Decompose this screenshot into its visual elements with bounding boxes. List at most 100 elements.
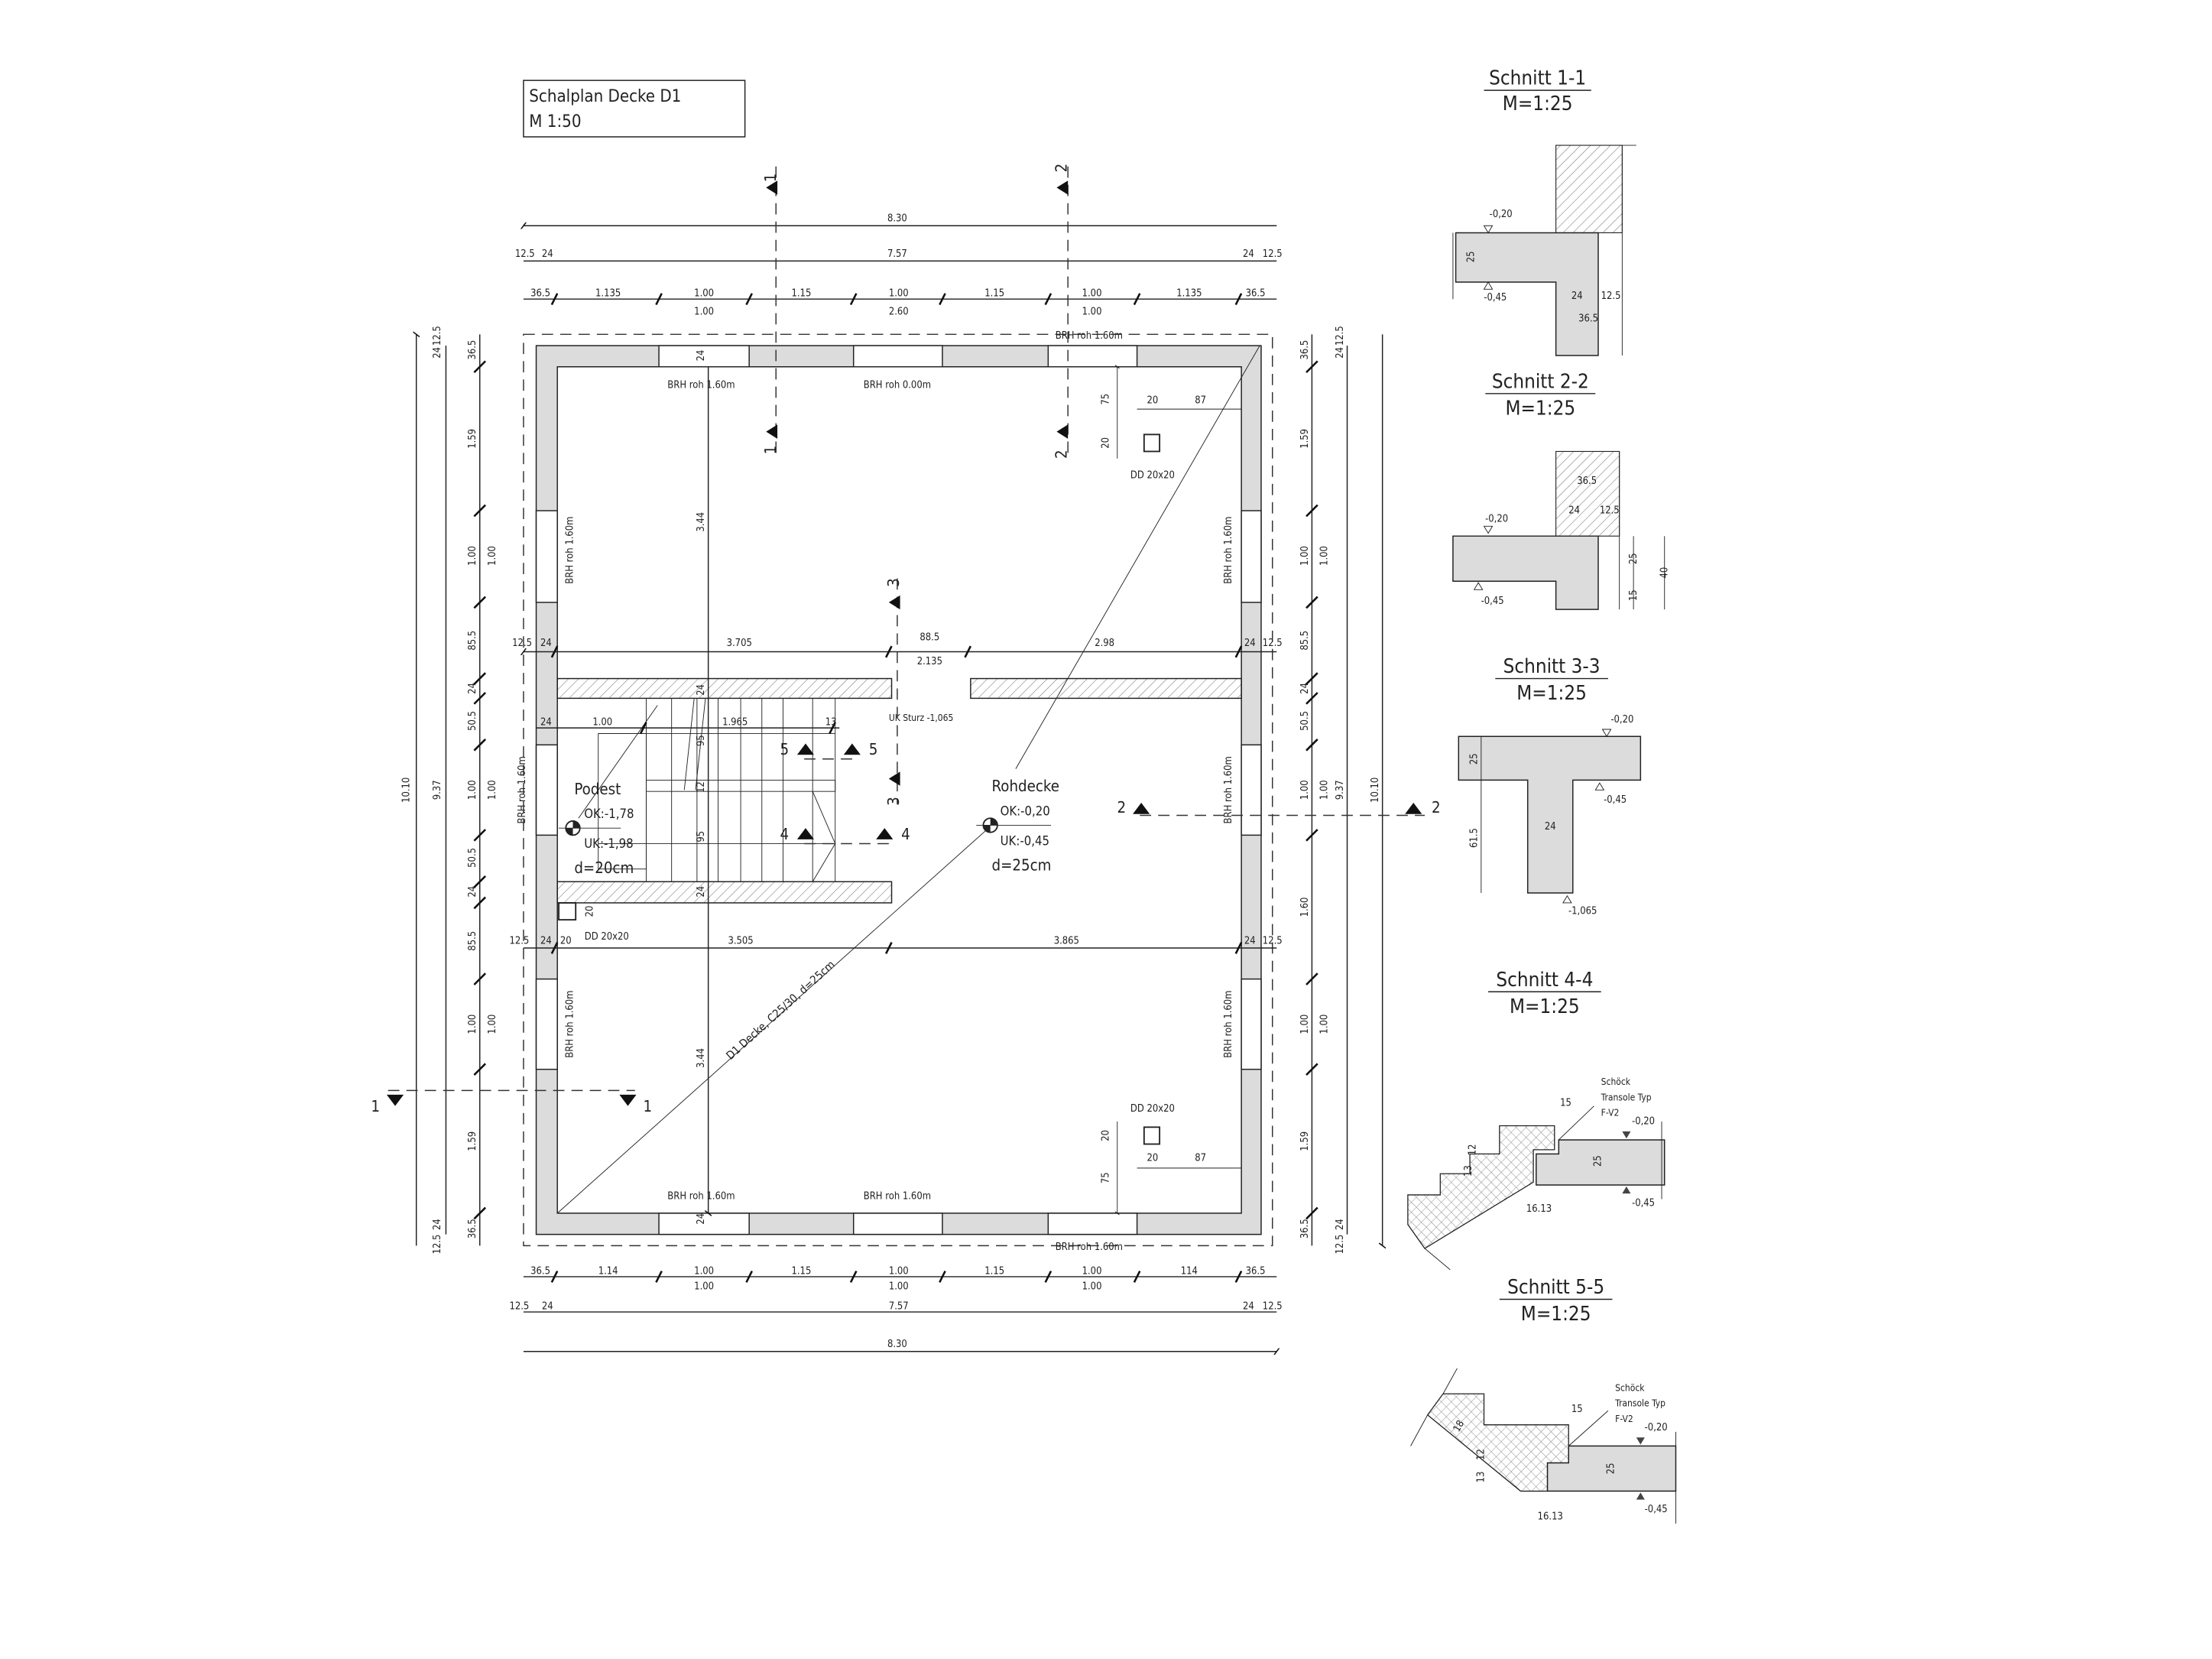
dim-text: 12.5 bbox=[509, 1300, 529, 1312]
dim-text: 1.00 bbox=[1319, 546, 1331, 566]
dim-text: 20 bbox=[560, 935, 572, 946]
dim-text: 3.44 bbox=[696, 512, 707, 532]
dim-text: 2.60 bbox=[889, 306, 909, 317]
slab-label: D1 Decke, C25/30, d=25cm bbox=[724, 958, 838, 1062]
section-title: Schnitt 2-2 bbox=[1492, 370, 1589, 393]
dim-text: 1.00 bbox=[487, 546, 498, 566]
dd-label: DD 20x20 bbox=[1130, 470, 1175, 482]
rohdecke-uk: UK:-0,45 bbox=[1001, 833, 1049, 848]
dim-text: 24 bbox=[1243, 248, 1254, 260]
left-dimensions: 10.10 9.37 24 12.5 12.5 24 36.5 1.59 1.0… bbox=[401, 326, 498, 1254]
dim-text: 1.00 bbox=[1082, 1265, 1102, 1277]
dim-text: 12.5 bbox=[1263, 1300, 1283, 1312]
brh-label: BRH roh 1.60m bbox=[667, 379, 735, 391]
dim-text: 1.15 bbox=[984, 288, 1004, 300]
parapet-height-labels: BRH roh 1.60m BRH roh 1.60m BRH roh 0.00… bbox=[517, 330, 1234, 1253]
dim-text: 25 bbox=[1605, 1463, 1617, 1475]
dim-text: 1.59 bbox=[467, 429, 478, 449]
level-label: -0,45 bbox=[1632, 1198, 1655, 1209]
dim-text: 36.5 bbox=[1578, 313, 1598, 325]
dim-text: 1.59 bbox=[1299, 429, 1311, 449]
dim-text: 12.5 bbox=[1263, 638, 1283, 649]
level-label: -0,20 bbox=[1610, 714, 1633, 726]
dim-text: 24 bbox=[1571, 291, 1583, 302]
dim-text: 24 bbox=[696, 886, 707, 898]
section-markers: 1 1 2 2 3 3 1 1 2 2 4 4 5 5 bbox=[371, 164, 1440, 1115]
level-label: -0,20 bbox=[1645, 1422, 1668, 1433]
dim-text: 15 bbox=[1560, 1098, 1571, 1109]
level-label: -1,065 bbox=[1568, 906, 1597, 917]
dim-text: 12.5 bbox=[515, 248, 535, 260]
dim-text: 24 bbox=[1243, 1300, 1254, 1312]
dim-text: 1.00 bbox=[694, 1265, 714, 1277]
dim-text: 12.5 bbox=[512, 638, 532, 649]
dim-text: 75 bbox=[1101, 1172, 1112, 1183]
dim-text: 7.57 bbox=[889, 1300, 909, 1312]
dim-text: 25 bbox=[1468, 753, 1480, 765]
dim-text: 1.59 bbox=[1299, 1131, 1311, 1151]
dim-text: 3.705 bbox=[727, 638, 752, 649]
uk-sturz-label: UK Sturz -1,065 bbox=[889, 713, 954, 723]
section-4-label: 4 bbox=[780, 825, 789, 843]
section-scale: M=1:25 bbox=[1510, 995, 1580, 1018]
section-scale: M=1:25 bbox=[1521, 1303, 1591, 1326]
dd-annotations: 75 20 20 87 DD 20x20 20 75 20 87 DD 20x2… bbox=[584, 394, 1206, 1183]
dimension-lines bbox=[417, 226, 1383, 1352]
dim-text: 15 bbox=[1628, 589, 1640, 601]
dim-text: 50.5 bbox=[467, 848, 478, 868]
note-text: Schöck bbox=[1615, 1382, 1645, 1393]
section-2-2: Schnitt 2-2 M=1:25 36.5 24 12.5 -0,20 -0… bbox=[1452, 370, 1670, 610]
dim-text: 16.13 bbox=[1526, 1203, 1552, 1215]
dim-text: 1.15 bbox=[791, 1265, 811, 1277]
dim-text: 36.5 bbox=[1299, 1219, 1311, 1239]
dim-text: 87 bbox=[1195, 1153, 1206, 1164]
dim-text: 24 bbox=[467, 683, 478, 694]
dim-text: 10.10 bbox=[1370, 778, 1381, 803]
level-marker-icon bbox=[559, 820, 621, 836]
dim-text: 24 bbox=[542, 248, 553, 260]
level-marker-icon bbox=[976, 817, 1052, 833]
dim-text: 1.00 bbox=[1299, 780, 1311, 800]
dim-text: 1.135 bbox=[595, 288, 621, 300]
section-3-3: Schnitt 3-3 M=1:25 -0,20 25 -0,45 24 61.… bbox=[1458, 655, 1642, 917]
dim-text: 1.59 bbox=[467, 1131, 478, 1151]
brh-label: BRH roh 1.60m bbox=[1223, 756, 1234, 823]
dim-text: 9.37 bbox=[1335, 780, 1346, 800]
section-scale: M=1:25 bbox=[1505, 398, 1575, 420]
dim-text: 12.5 bbox=[1335, 326, 1346, 346]
dim-text: 1.15 bbox=[984, 1265, 1004, 1277]
dim-text: 1.00 bbox=[694, 1281, 714, 1293]
dim-text: 12 bbox=[696, 781, 707, 793]
section-2-label: 2 bbox=[1052, 450, 1070, 459]
dim-text: 20 bbox=[1147, 1153, 1159, 1164]
podest-uk: UK:-1,98 bbox=[584, 836, 633, 851]
dim-text: 1.00 bbox=[592, 716, 612, 728]
dd-label: DD 20x20 bbox=[585, 931, 629, 943]
podest-ok: OK:-1,78 bbox=[584, 807, 634, 821]
dim-text: 40 bbox=[1659, 567, 1670, 579]
section-1-label: 1 bbox=[643, 1097, 652, 1115]
floor-plan: D1 Decke, C25/30, d=25cm 8.30 12.5 24 7.… bbox=[371, 164, 1441, 1352]
dim-text: 36.5 bbox=[467, 1219, 478, 1239]
section-2-label: 2 bbox=[1432, 798, 1441, 817]
dim-text: 1.00 bbox=[1319, 1015, 1331, 1034]
dim-text: 61.5 bbox=[1468, 828, 1480, 848]
dim-text: 50.5 bbox=[467, 711, 478, 731]
rohdecke-label: Rohdecke bbox=[992, 777, 1059, 795]
brh-label: BRH roh 1.60m bbox=[864, 1190, 931, 1202]
section-2-label: 2 bbox=[1117, 798, 1126, 817]
dim-text: 1.00 bbox=[889, 1281, 909, 1293]
dim-text: 36.5 bbox=[530, 288, 550, 300]
dim-text: 12.5 bbox=[1263, 248, 1283, 260]
dim-text: 18 bbox=[1451, 1418, 1467, 1433]
drawing-title: Schalplan Decke D1 bbox=[529, 86, 681, 106]
section-1-label: 1 bbox=[371, 1097, 380, 1115]
dd-label: DD 20x20 bbox=[1130, 1103, 1175, 1115]
dim-text: 1.15 bbox=[791, 288, 811, 300]
note-text: F-V2 bbox=[1601, 1108, 1620, 1118]
staircase bbox=[598, 698, 836, 882]
dim-text: 20 bbox=[584, 906, 595, 917]
dim-text: 3.865 bbox=[1054, 935, 1079, 946]
dim-text: 87 bbox=[1195, 395, 1206, 407]
section-5-label: 5 bbox=[780, 740, 789, 758]
